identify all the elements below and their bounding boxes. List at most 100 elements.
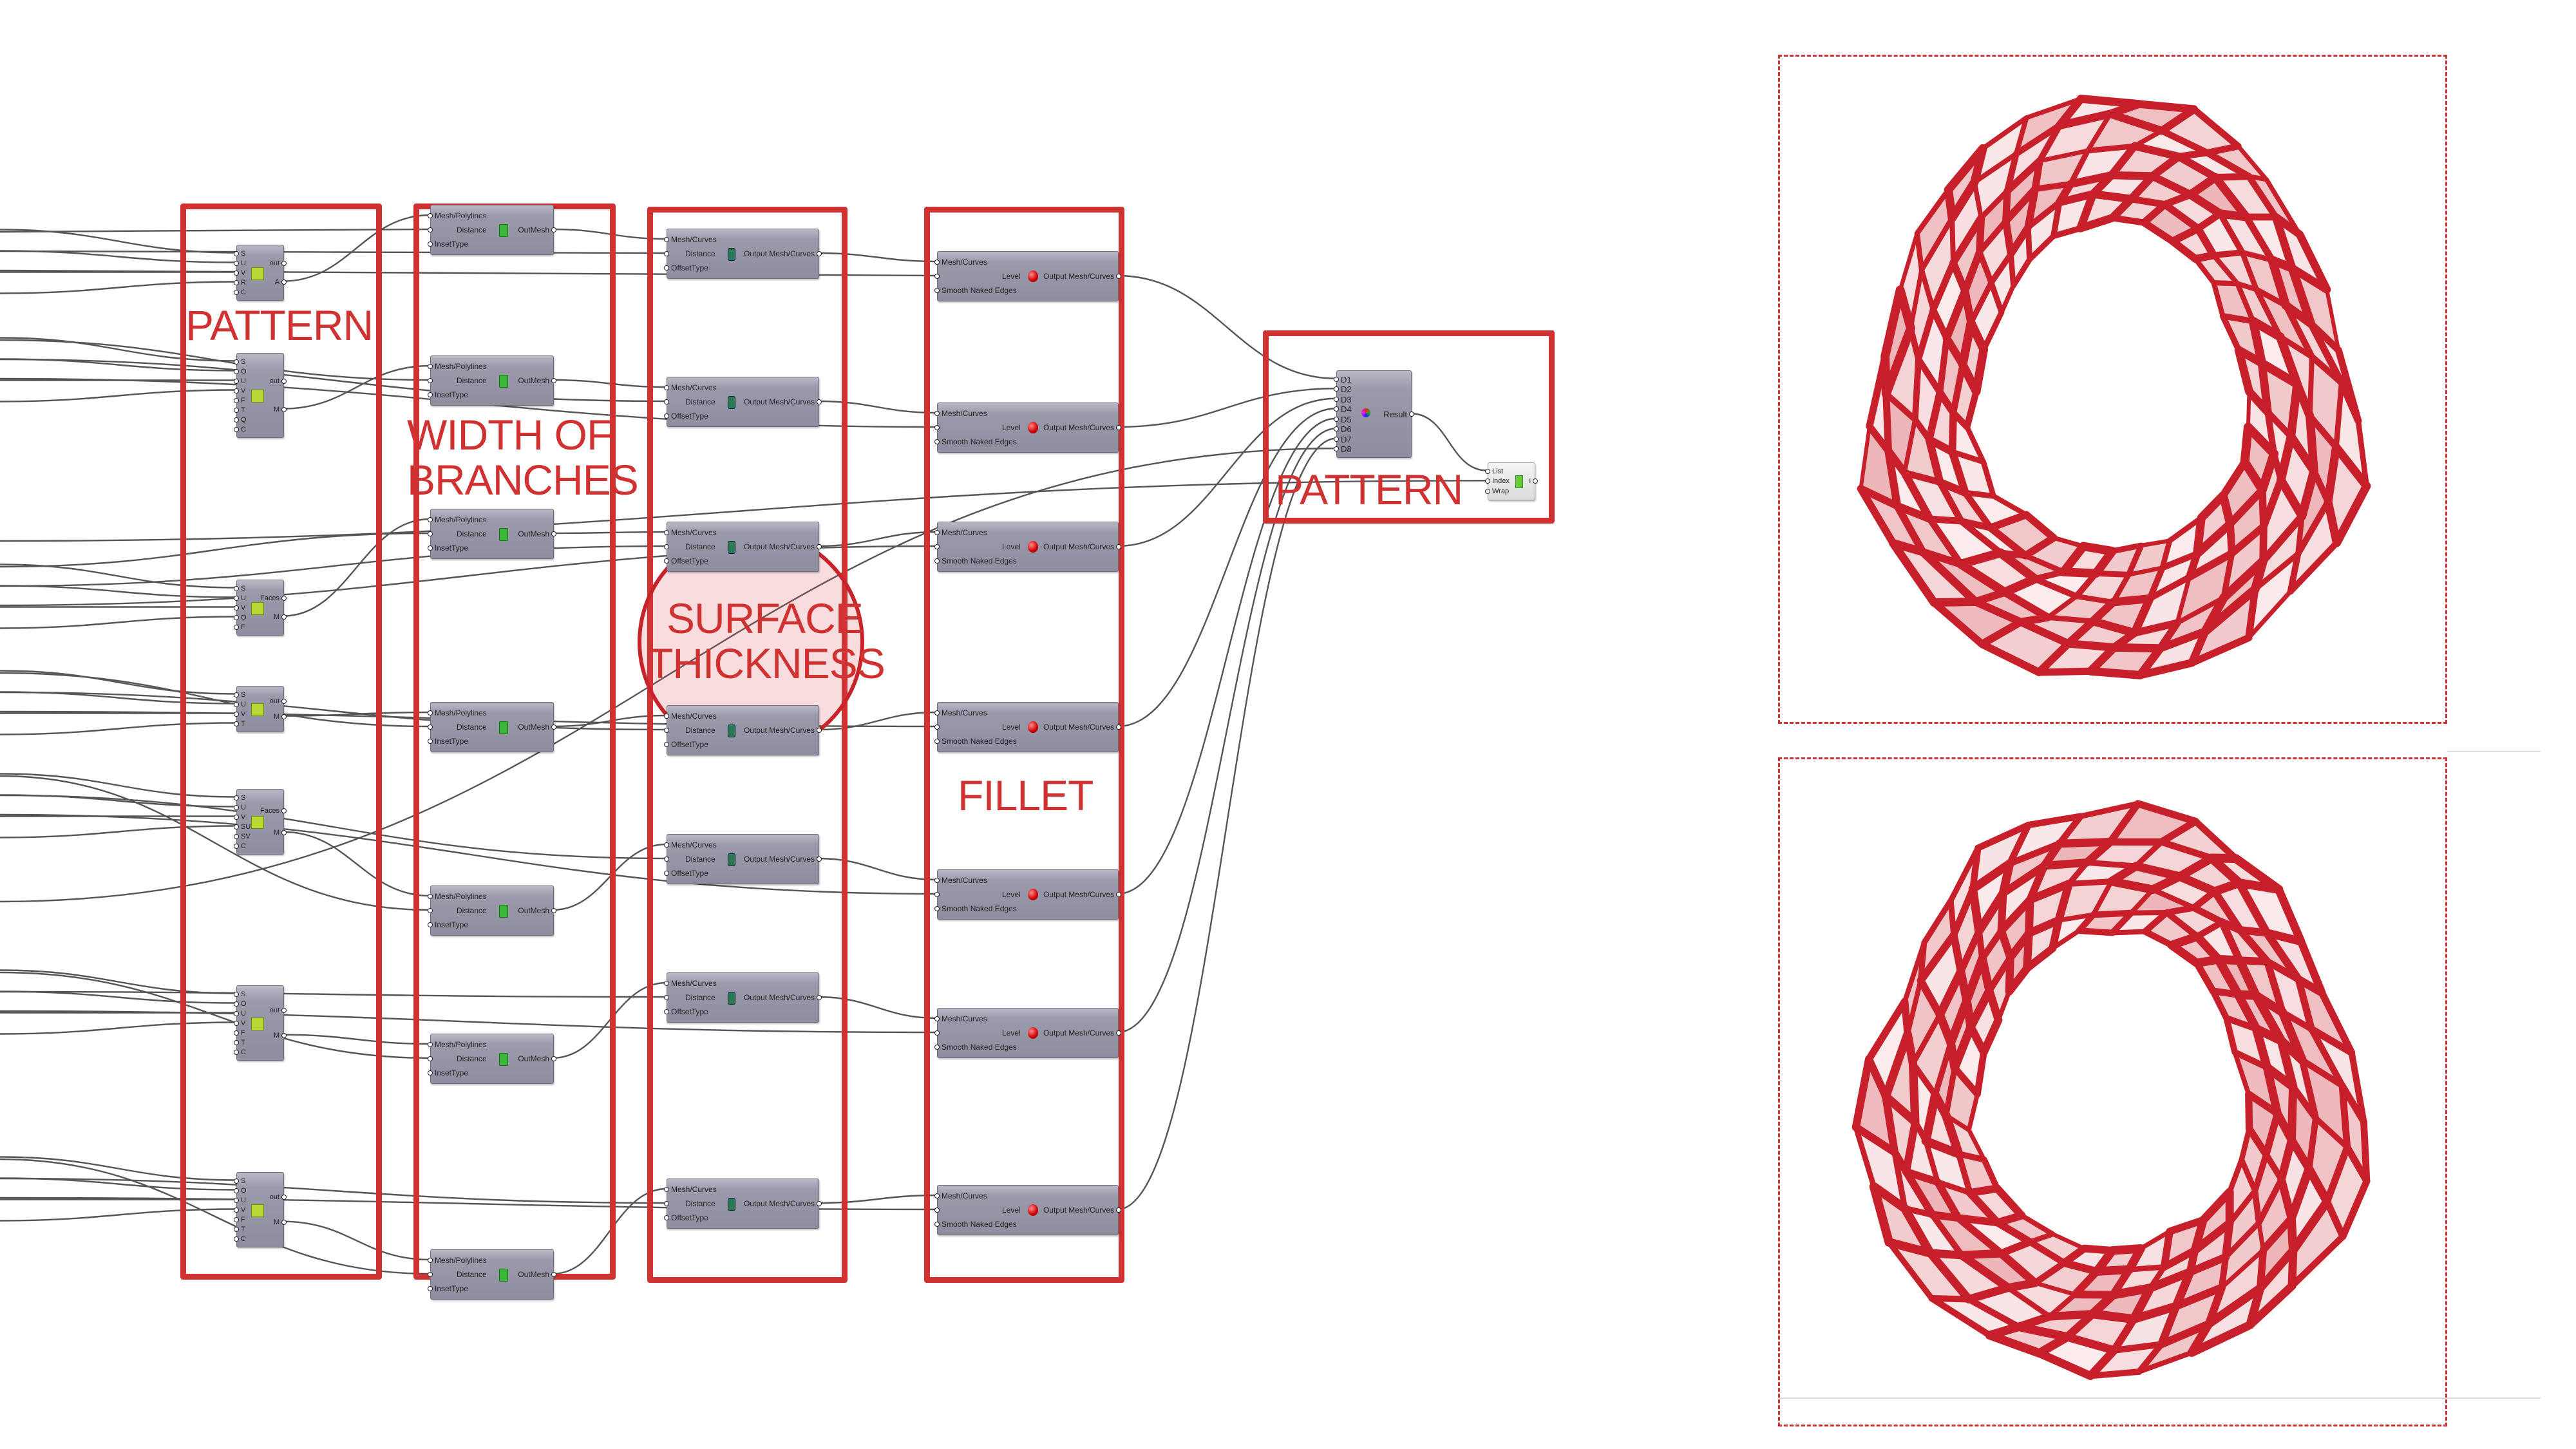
input-grip[interactable] [934, 1045, 940, 1050]
input-grip[interactable] [234, 843, 239, 849]
output-grip[interactable] [1116, 544, 1121, 549]
input-grip[interactable] [234, 824, 239, 829]
input-level[interactable]: Level [1002, 1028, 1021, 1037]
input-distance[interactable]: Distance [457, 529, 487, 538]
output-grip[interactable] [551, 1056, 556, 1061]
input-distance[interactable]: Distance [457, 1270, 487, 1279]
output-grip[interactable] [1409, 412, 1414, 417]
input-grip[interactable] [234, 407, 239, 413]
input-o[interactable]: O [241, 613, 247, 621]
input-mesh-polylines[interactable]: Mesh/Polylines [435, 708, 487, 717]
input-grip[interactable] [428, 894, 433, 899]
input-grip[interactable] [934, 1193, 940, 1198]
input-grip[interactable] [428, 392, 433, 397]
input-grip[interactable] [234, 1236, 239, 1242]
input-d1[interactable]: D1 [1341, 374, 1352, 384]
input-insettype[interactable]: InsetType [435, 544, 469, 553]
output-grip[interactable] [281, 699, 287, 705]
input-grip[interactable] [664, 857, 669, 862]
input-level[interactable]: Level [1002, 1206, 1021, 1215]
input-f[interactable]: F [241, 1028, 245, 1037]
input-grip[interactable] [1334, 386, 1339, 392]
input-grip[interactable] [428, 1272, 433, 1277]
input-d7[interactable]: D7 [1341, 434, 1352, 444]
input-grip[interactable] [234, 359, 239, 365]
output-grip[interactable] [817, 399, 822, 404]
input-f[interactable]: F [241, 1215, 245, 1224]
output-out[interactable]: out [269, 697, 279, 706]
input-o[interactable]: O [241, 1186, 247, 1195]
input-distance[interactable]: Distance [457, 376, 487, 385]
input-distance[interactable]: Distance [685, 1199, 715, 1208]
input-smooth-naked-edges[interactable]: Smooth Naked Edges [942, 904, 1017, 913]
input-level[interactable]: Level [1002, 272, 1021, 281]
input-v[interactable]: V [241, 1206, 246, 1214]
input-grip[interactable] [934, 892, 940, 897]
input-grip[interactable] [1334, 426, 1339, 432]
input-c[interactable]: C [241, 842, 246, 850]
input-grip[interactable] [664, 714, 669, 719]
output-outmesh[interactable]: OutMesh [518, 529, 549, 538]
input-grip[interactable] [934, 439, 940, 444]
output-grip[interactable] [281, 829, 287, 835]
input-grip[interactable] [934, 739, 940, 744]
input-mesh-curves[interactable]: Mesh/Curves [942, 1014, 987, 1023]
input-grip[interactable] [934, 274, 940, 279]
input-grip[interactable] [934, 1208, 940, 1213]
input-grip[interactable] [234, 795, 239, 800]
output-grip[interactable] [281, 1032, 287, 1038]
output-output-mesh-curves[interactable]: Output Mesh/Curves [743, 726, 815, 735]
input-mesh-curves[interactable]: Mesh/Curves [942, 876, 987, 885]
input-grip[interactable] [664, 237, 669, 242]
output-output-mesh-curves[interactable]: Output Mesh/Curves [1043, 890, 1114, 899]
input-insettype[interactable]: InsetType [435, 920, 469, 929]
input-grip[interactable] [428, 908, 433, 913]
input-offsettype[interactable]: OffsetType [671, 412, 708, 421]
output-grip[interactable] [817, 857, 822, 862]
input-grip[interactable] [664, 251, 669, 256]
input-distance[interactable]: Distance [685, 726, 715, 735]
input-grip[interactable] [234, 711, 239, 717]
input-u[interactable]: U [241, 1009, 246, 1018]
input-c[interactable]: C [241, 1048, 246, 1056]
output-grip[interactable] [281, 596, 287, 601]
output-i[interactable]: i [1529, 477, 1531, 486]
output-grip[interactable] [281, 714, 287, 719]
input-f[interactable]: F [241, 623, 245, 631]
input-t[interactable]: T [241, 719, 245, 728]
output-grip[interactable] [1116, 274, 1121, 279]
output-outmesh[interactable]: OutMesh [518, 906, 549, 915]
input-d8[interactable]: D8 [1341, 444, 1352, 455]
input-d5[interactable]: D5 [1341, 414, 1352, 424]
output-grip[interactable] [1116, 724, 1121, 730]
input-grip[interactable] [234, 1197, 239, 1203]
input-distance[interactable]: Distance [457, 1054, 487, 1063]
input-grip[interactable] [428, 213, 433, 218]
input-c[interactable]: C [241, 425, 246, 433]
input-grip[interactable] [934, 1222, 940, 1227]
input-grip[interactable] [234, 388, 239, 393]
input-grip[interactable] [1334, 446, 1339, 452]
input-grip[interactable] [234, 814, 239, 820]
input-v[interactable]: V [241, 269, 246, 277]
input-grip[interactable] [664, 728, 669, 733]
input-grip[interactable] [664, 1201, 669, 1206]
input-grip[interactable] [664, 265, 669, 270]
output-outmesh[interactable]: OutMesh [518, 225, 549, 234]
output-grip[interactable] [817, 1201, 822, 1206]
input-grip[interactable] [234, 614, 239, 620]
input-grip[interactable] [1334, 396, 1339, 402]
input-grip[interactable] [934, 906, 940, 911]
input-grip[interactable] [664, 742, 669, 747]
input-mesh-polylines[interactable]: Mesh/Polylines [435, 892, 487, 901]
output-output-mesh-curves[interactable]: Output Mesh/Curves [1043, 723, 1114, 732]
input-v[interactable]: V [241, 1019, 246, 1027]
